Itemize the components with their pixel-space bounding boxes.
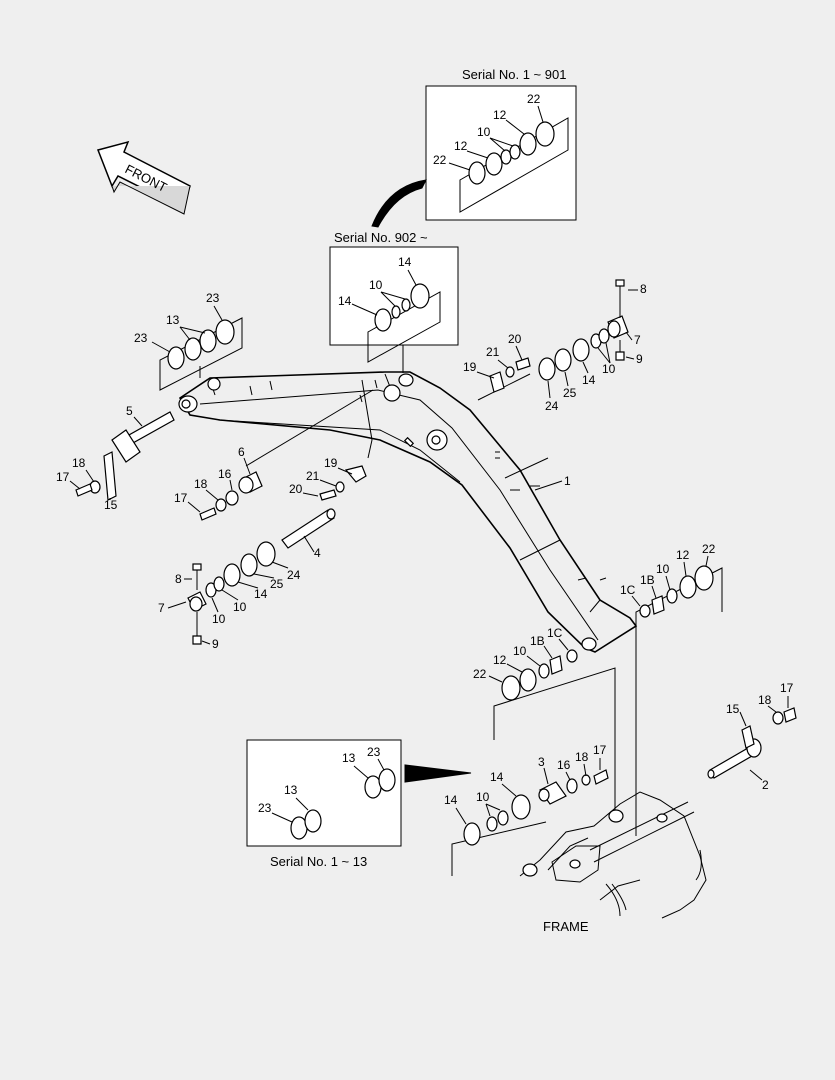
part-callout-2: 2 xyxy=(762,778,769,792)
part-callout-24: 24 xyxy=(545,399,559,413)
part-callout-20: 20 xyxy=(508,332,522,346)
part-callout-18: 18 xyxy=(758,693,772,707)
caption-serial-1-13: Serial No. 1 ~ 13 xyxy=(270,854,367,869)
part-callout-25: 25 xyxy=(270,577,284,591)
part-callout-7: 7 xyxy=(634,333,641,347)
pin-2-assembly: 15 18 17 2 xyxy=(707,681,797,792)
part-callout-14: 14 xyxy=(444,793,458,807)
part-callout-18: 18 xyxy=(194,477,208,491)
lock-plate-left: 17 18 15 xyxy=(56,451,118,512)
part-callout-18: 18 xyxy=(72,456,86,470)
part-callout-10: 10 xyxy=(369,278,383,292)
part-callout-10: 10 xyxy=(212,612,226,626)
part-callout-8: 8 xyxy=(175,572,182,586)
lock-middle: 19 21 20 xyxy=(289,456,367,501)
part-callout-17: 17 xyxy=(56,470,70,484)
pin-4: 4 xyxy=(281,508,336,560)
part-callout-16: 16 xyxy=(218,467,232,481)
part-callout-10: 10 xyxy=(233,600,247,614)
washer-set-right-middle: 1C 1B 10 12 22 xyxy=(620,542,723,836)
part-callout-9: 9 xyxy=(212,637,219,651)
inset-serial-902: Serial No. 902 ~ 14 10 14 xyxy=(329,230,459,373)
part-callout-17: 17 xyxy=(593,743,607,757)
part-callout-5: 5 xyxy=(126,404,133,418)
washer-set-lower: 14 10 14 3 16 18 17 xyxy=(444,743,609,876)
washer-set-right-upper: 20 21 19 8 7 9 10 14 25 24 xyxy=(463,279,647,413)
part-callout-9: 9 xyxy=(636,352,643,366)
part-callout-13: 13 xyxy=(342,751,356,765)
part-callout-8: 8 xyxy=(640,282,647,296)
washer-set-left-lower: 8 7 10 10 14 25 24 9 xyxy=(158,541,301,651)
inset-serial-1-901: Serial No. 1 ~ 901 22 12 10 12 22 xyxy=(425,67,577,221)
part-callout-12: 12 xyxy=(676,548,690,562)
pin-6-assembly: 6 16 18 17 xyxy=(174,445,263,521)
part-callout-17: 17 xyxy=(780,681,794,695)
boom-assembly: 1 xyxy=(178,371,638,653)
frame: FRAME xyxy=(519,791,707,934)
part-callout-21: 21 xyxy=(306,469,320,483)
washer-set-lower-middle: 22 12 10 1B 1C xyxy=(473,626,616,822)
front-arrow: FRONT xyxy=(96,140,191,215)
part-callout-6: 6 xyxy=(238,445,245,459)
part-callout-13: 13 xyxy=(284,783,298,797)
part-callout-14: 14 xyxy=(398,255,412,269)
part-callout-1C: 1C xyxy=(620,583,636,597)
part-callout-10: 10 xyxy=(477,125,491,139)
frame-label: FRAME xyxy=(543,919,589,934)
part-callout-23: 23 xyxy=(258,801,272,815)
washer-22-inset xyxy=(468,161,486,185)
part-callout-22: 22 xyxy=(527,92,541,106)
part-callout-22: 22 xyxy=(702,542,716,556)
part-callout-12: 12 xyxy=(493,108,507,122)
part-callout-23: 23 xyxy=(134,331,148,345)
caption-serial-902: Serial No. 902 ~ xyxy=(334,230,428,245)
part-callout-1B: 1B xyxy=(640,573,655,587)
part-callout-10: 10 xyxy=(656,562,670,576)
part-callout-21: 21 xyxy=(486,345,500,359)
part-callout-22: 22 xyxy=(433,153,447,167)
part-callout-12: 12 xyxy=(454,139,468,153)
part-callout-17: 17 xyxy=(174,491,188,505)
part-callout-1B: 1B xyxy=(530,634,545,648)
part-callout-24: 24 xyxy=(287,568,301,582)
part-callout-15: 15 xyxy=(104,498,118,512)
washer-12-inset xyxy=(485,152,503,176)
part-callout-13: 13 xyxy=(166,313,180,327)
part-callout-23: 23 xyxy=(367,745,381,759)
part-callout-18: 18 xyxy=(575,750,589,764)
part-callout-1: 1 xyxy=(564,474,571,488)
part-callout-23: 23 xyxy=(206,291,220,305)
inset-serial-1-13: 23 13 13 23 Serial No. 1 ~ 13 xyxy=(246,739,402,869)
part-callout-20: 20 xyxy=(289,482,303,496)
part-callout-14: 14 xyxy=(582,373,596,387)
part-callout-12: 12 xyxy=(493,653,507,667)
part-callout-19: 19 xyxy=(463,360,477,374)
part-callout-22: 22 xyxy=(473,667,487,681)
part-callout-14: 14 xyxy=(490,770,504,784)
pin-5: 5 xyxy=(111,404,175,463)
part-callout-25: 25 xyxy=(563,386,577,400)
part-callout-4: 4 xyxy=(314,546,321,560)
part-callout-7: 7 xyxy=(158,601,165,615)
washer-set-left-upper: 23 13 23 xyxy=(134,291,243,391)
part-callout-14: 14 xyxy=(338,294,352,308)
part-callout-3: 3 xyxy=(538,755,545,769)
part-callout-10: 10 xyxy=(476,790,490,804)
part-callout-10: 10 xyxy=(513,644,527,658)
part-callout-14: 14 xyxy=(254,587,268,601)
part-callout-1C: 1C xyxy=(547,626,563,640)
part-callout-15: 15 xyxy=(726,702,740,716)
caption-serial-1-901: Serial No. 1 ~ 901 xyxy=(462,67,566,82)
part-callout-19: 19 xyxy=(324,456,338,470)
part-callout-10: 10 xyxy=(602,362,616,376)
part-callout-16: 16 xyxy=(557,758,571,772)
